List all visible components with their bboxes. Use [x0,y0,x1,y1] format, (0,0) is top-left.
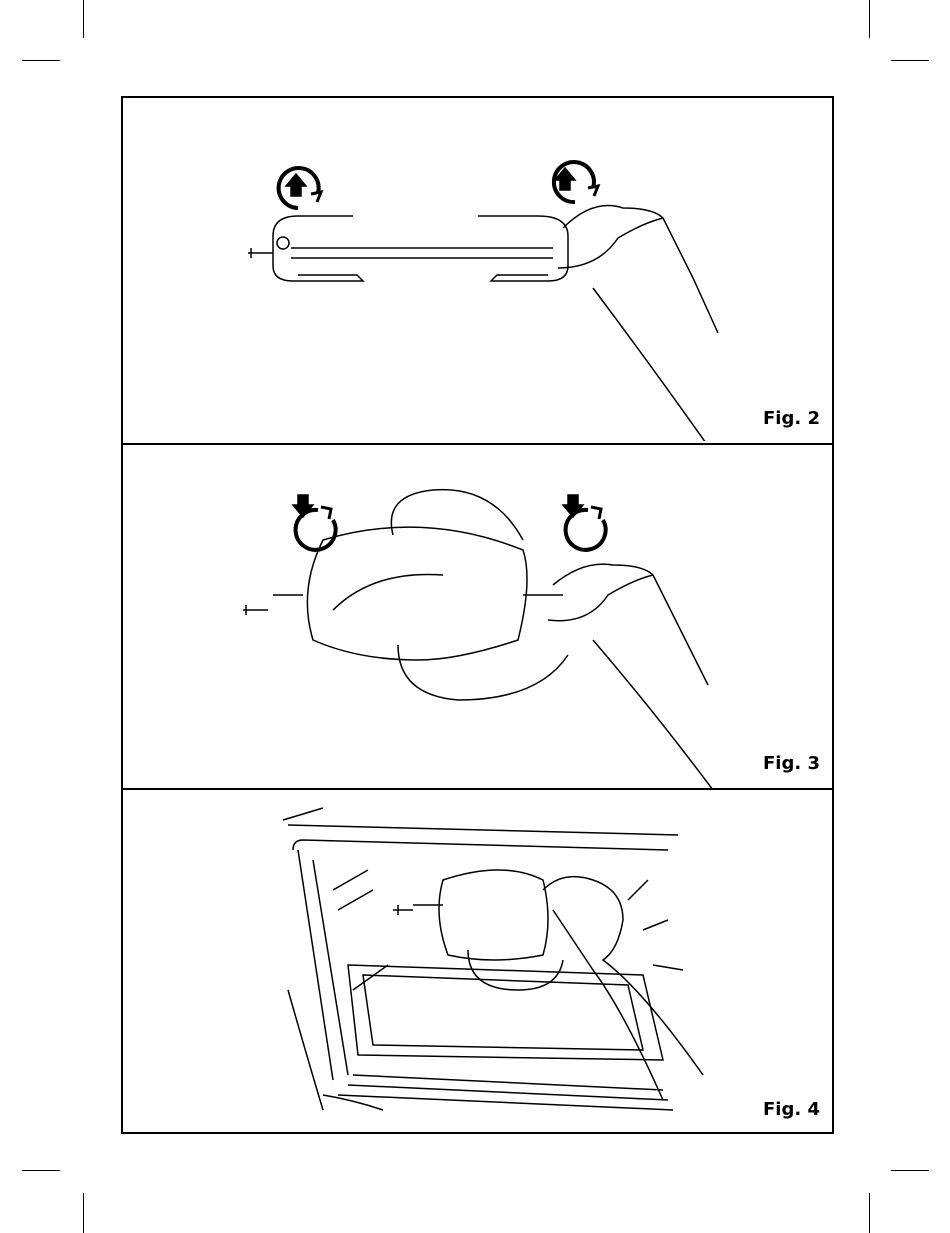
rotisserie-spit-illustration [248,160,719,441]
oven-insertion-illustration [282,807,704,1111]
rotate-down-icon [291,494,338,552]
figure-panel-4: Fig. 4 [123,788,832,1134]
figure-label: Fig. 2 [763,408,820,429]
crop-mark [891,1170,929,1171]
crop-mark [83,1193,84,1233]
figure-panel-2: Fig. 2 [123,98,832,441]
figure-panel-3: Fig. 3 [123,443,832,788]
figure-frame: Fig. 2 Fig. 3 [121,96,834,1134]
crop-mark [869,1193,870,1233]
crop-mark [83,0,84,38]
chicken-on-spit-illustration [243,488,713,788]
crop-mark [891,60,929,61]
figure-label: Fig. 3 [763,753,820,774]
figure-label: Fig. 4 [763,1099,820,1120]
crop-mark [22,1170,60,1171]
crop-mark [22,60,60,61]
rotate-up-icon [551,160,601,205]
crop-mark [869,0,870,38]
rotate-down-icon [561,494,608,552]
rotate-up-icon [276,166,324,210]
